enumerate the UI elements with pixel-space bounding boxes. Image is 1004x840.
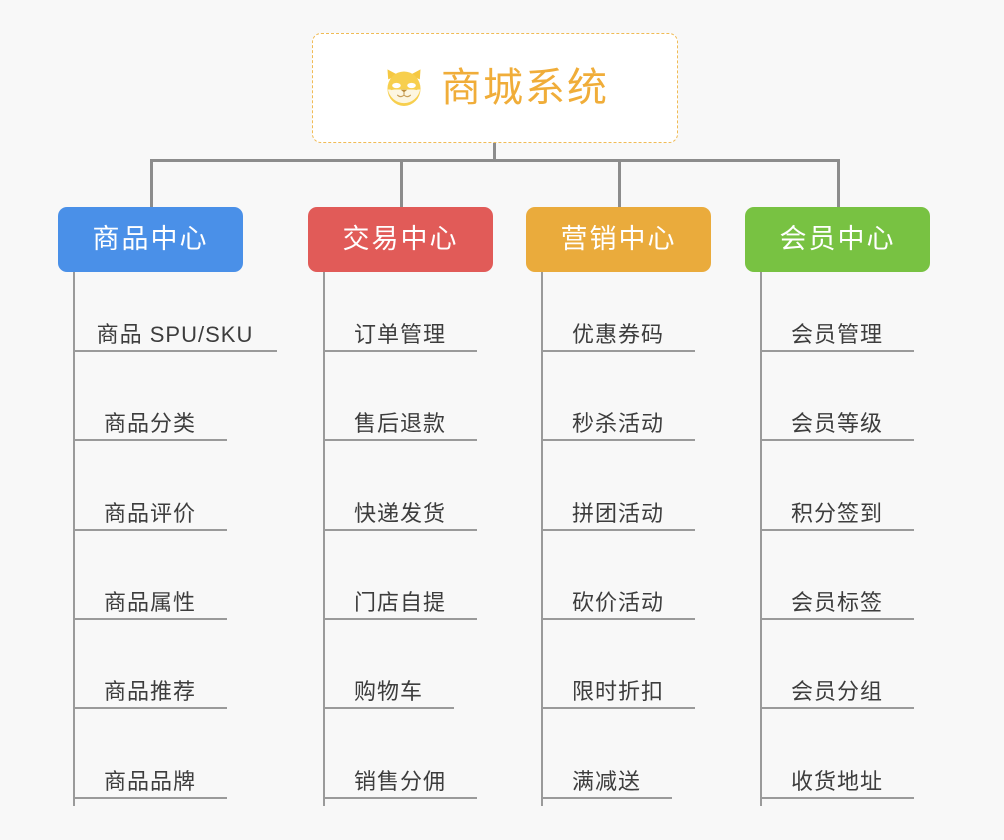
leaf-label: 会员等级 <box>790 410 883 436</box>
leaf-item[interactable]: 积分签到 <box>760 485 914 531</box>
leaf-label: 会员标签 <box>790 589 883 615</box>
leaf-label: 限时折扣 <box>571 678 664 704</box>
branch-bus-line <box>150 159 840 162</box>
leaf-item[interactable]: 商品属性 <box>73 574 227 620</box>
branch-drop-1 <box>150 159 153 207</box>
leaf-item[interactable]: 砍价活动 <box>541 574 695 620</box>
leaf-label: 购物车 <box>353 678 423 704</box>
leaf-item[interactable]: 商品分类 <box>73 395 227 441</box>
branch-header-4[interactable]: 会员中心 <box>745 207 930 272</box>
leaf-label: 会员分组 <box>790 678 883 704</box>
leaf-label: 秒杀活动 <box>571 410 664 436</box>
leaf-item[interactable]: 销售分佣 <box>323 753 477 799</box>
branch-header-label-2: 交易中心 <box>342 224 459 254</box>
root-connector-stub <box>493 143 496 161</box>
leaf-label: 商品属性 <box>103 589 196 615</box>
branch-header-3[interactable]: 营销中心 <box>526 207 711 272</box>
leaf-label: 售后退款 <box>353 410 446 436</box>
leaf-label: 拼团活动 <box>571 500 664 526</box>
root-node[interactable]: 商城系统 <box>312 33 678 143</box>
leaf-label: 商品评价 <box>103 500 196 526</box>
leaf-item[interactable]: 订单管理 <box>323 306 477 352</box>
leaf-label: 订单管理 <box>353 321 446 347</box>
leaf-item[interactable]: 商品 SPU/SKU <box>73 306 277 352</box>
dog-face-icon <box>387 69 421 106</box>
leaf-label: 商品品牌 <box>103 768 196 794</box>
leaf-item[interactable]: 会员标签 <box>760 574 914 620</box>
leaf-item[interactable]: 会员分组 <box>760 663 914 709</box>
branch-drop-4 <box>837 159 840 207</box>
leaf-label: 商品分类 <box>103 410 196 436</box>
leaf-label: 砍价活动 <box>571 589 664 615</box>
branch-header-label-1: 商品中心 <box>92 224 209 254</box>
leaf-label: 会员管理 <box>790 321 883 347</box>
leaf-item[interactable]: 会员等级 <box>760 395 914 441</box>
branch-spine-1 <box>73 272 75 806</box>
leaf-label: 门店自提 <box>353 589 446 615</box>
branch-spine-3 <box>541 272 543 806</box>
leaf-item[interactable]: 拼团活动 <box>541 485 695 531</box>
leaf-item[interactable]: 优惠券码 <box>541 306 695 352</box>
leaf-item[interactable]: 购物车 <box>323 663 454 709</box>
leaf-item[interactable]: 商品推荐 <box>73 663 227 709</box>
branch-spine-4 <box>760 272 762 806</box>
leaf-item[interactable]: 会员管理 <box>760 306 914 352</box>
root-title: 商城系统 <box>441 66 609 110</box>
branch-header-1[interactable]: 商品中心 <box>58 207 243 272</box>
leaf-item[interactable]: 收货地址 <box>760 753 914 799</box>
branch-spine-2 <box>323 272 325 806</box>
leaf-label: 商品 SPU/SKU <box>96 321 254 347</box>
leaf-label: 快递发货 <box>353 500 446 526</box>
leaf-label: 积分签到 <box>790 500 883 526</box>
leaf-label: 商品推荐 <box>103 678 196 704</box>
leaf-item[interactable]: 门店自提 <box>323 574 477 620</box>
branch-drop-3 <box>618 159 621 207</box>
leaf-item[interactable]: 秒杀活动 <box>541 395 695 441</box>
leaf-label: 满减送 <box>571 768 641 794</box>
branch-header-label-3: 营销中心 <box>560 224 677 254</box>
leaf-label: 收货地址 <box>790 768 883 794</box>
leaf-label: 销售分佣 <box>353 768 446 794</box>
branch-drop-2 <box>400 159 403 207</box>
leaf-label: 优惠券码 <box>571 321 664 347</box>
leaf-item[interactable]: 限时折扣 <box>541 663 695 709</box>
leaf-item[interactable]: 商品品牌 <box>73 753 227 799</box>
branch-header-label-4: 会员中心 <box>779 224 896 254</box>
leaf-item[interactable]: 售后退款 <box>323 395 477 441</box>
leaf-item[interactable]: 快递发货 <box>323 485 477 531</box>
leaf-item[interactable]: 商品评价 <box>73 485 227 531</box>
leaf-item[interactable]: 满减送 <box>541 753 672 799</box>
branch-header-2[interactable]: 交易中心 <box>308 207 493 272</box>
